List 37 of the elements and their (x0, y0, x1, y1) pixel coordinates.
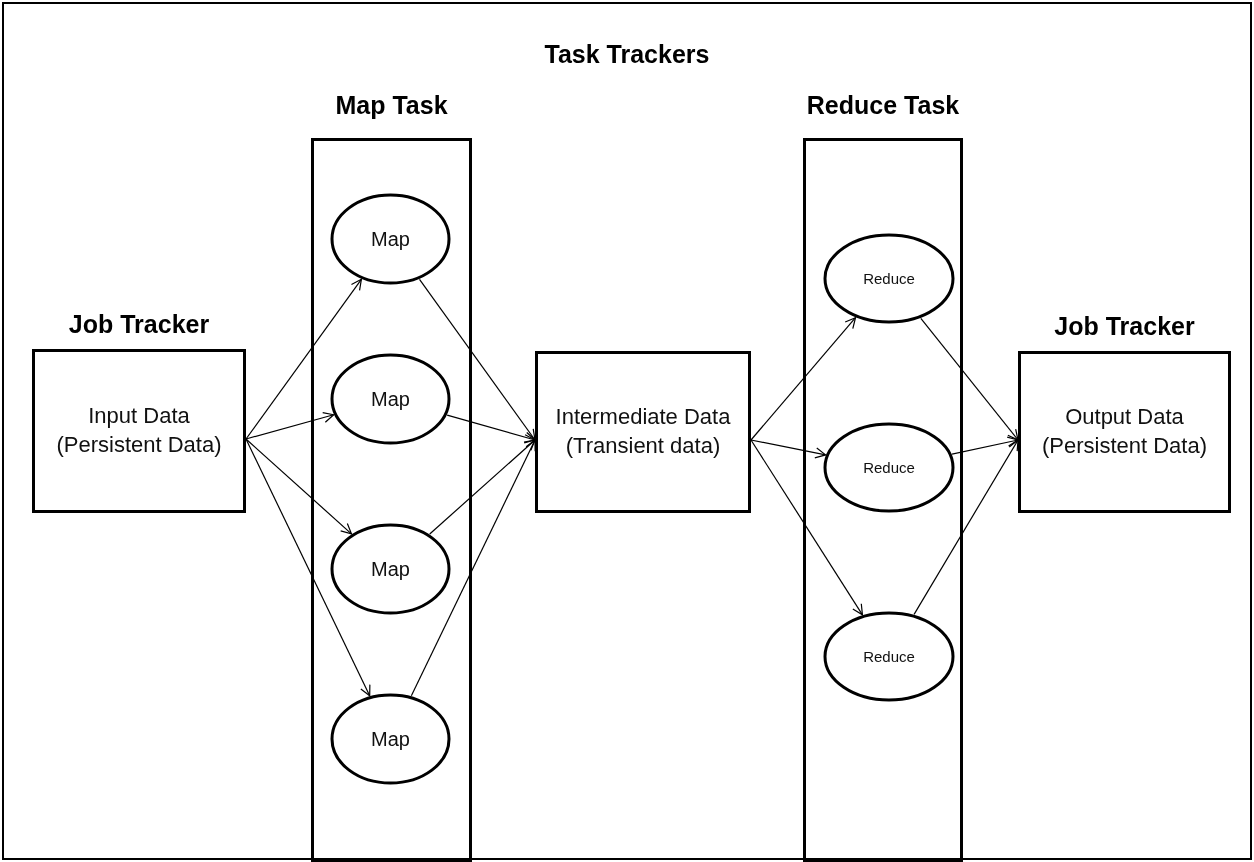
arrow (951, 436, 1019, 455)
arrow (750, 439, 827, 459)
data-box (535, 351, 751, 513)
arrow (410, 439, 536, 697)
map-ellipse (330, 693, 451, 785)
node-label: Intermediate Data (Transient data) (554, 403, 732, 460)
arrow (920, 317, 1019, 441)
reduce-ellipse (823, 611, 955, 702)
arrow (245, 278, 362, 440)
map-ellipse (330, 193, 451, 285)
arrow (429, 439, 536, 535)
node-label: Map (371, 557, 410, 582)
arrow (245, 438, 353, 535)
node-label: Output Data (Persistent Data) (1040, 403, 1209, 460)
group-heading: Task Trackers (544, 40, 710, 69)
arrow (446, 414, 536, 443)
node-label: Map (371, 227, 410, 252)
node-label: Reduce (863, 646, 915, 667)
node-label: Reduce (863, 457, 915, 478)
reduce-ellipse (823, 422, 955, 513)
arrow (245, 438, 371, 697)
node-label: Map (371, 387, 410, 412)
arrow (750, 317, 857, 441)
tracker-heading: Job Tracker (68, 310, 210, 339)
map-ellipse (330, 353, 451, 445)
arrow (750, 439, 864, 616)
map-ellipse (330, 523, 451, 615)
node-label: Reduce (863, 268, 915, 289)
node-label: Map (371, 727, 410, 752)
arrow (245, 412, 335, 440)
tracker-heading: Job Tracker (1054, 312, 1195, 341)
arrow (913, 439, 1019, 615)
tracker-heading: Reduce Task (806, 91, 960, 120)
tracker-heading: Map Task (335, 91, 448, 120)
arrow (418, 278, 536, 441)
node-label: Input Data (Persistent Data) (55, 402, 223, 459)
reduce-ellipse (823, 233, 955, 324)
